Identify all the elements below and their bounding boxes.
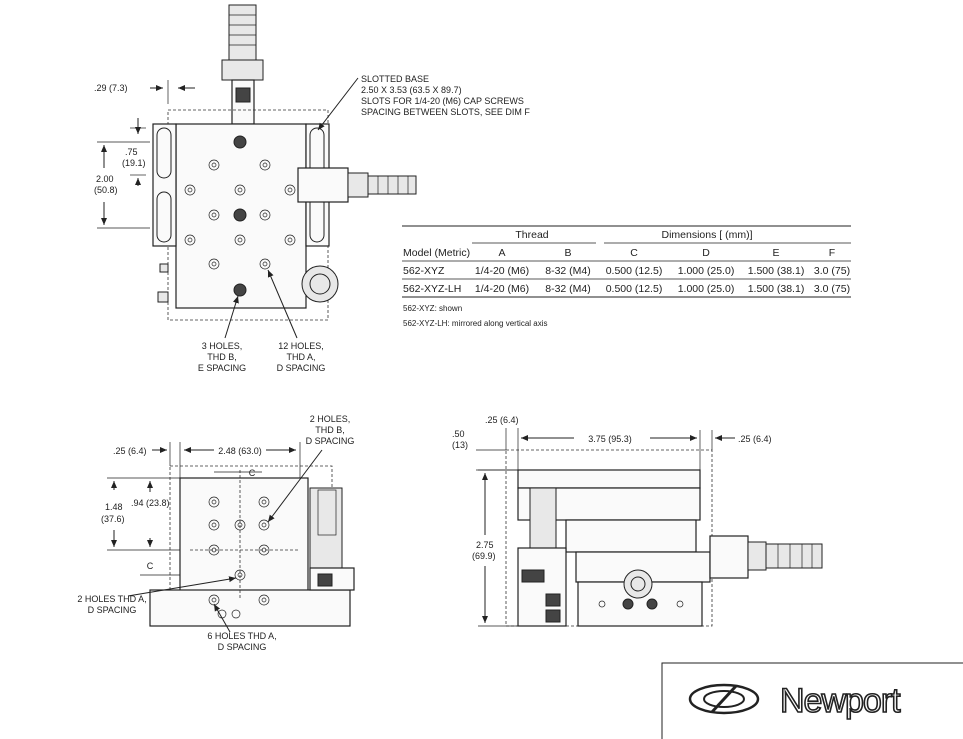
callout-2-holes-b-line3: D SPACING: [306, 436, 355, 446]
side-dim-275-label: 2.75: [476, 540, 494, 550]
table-header-f: F: [829, 247, 835, 259]
table-header-c: C: [630, 247, 638, 259]
callout-6-holes-line1: 6 HOLES THD A,: [207, 631, 276, 641]
side-dim-025-right-label: .25 (6.4): [738, 434, 772, 444]
side-dim-050-label: .50: [452, 429, 465, 439]
callout-12-holes-line1: 12 HOLES,: [278, 341, 324, 351]
svg-text:0.500 (12.5): 0.500 (12.5): [606, 283, 663, 295]
callout-12-holes-line2: THD A,: [286, 352, 315, 362]
side-view: .25 (6.4) .50 (13) 3.75 (95.3) .25 (6.4)…: [452, 415, 823, 627]
front-dim-094-label: .94 (23.8): [131, 498, 170, 508]
table-header-a: A: [498, 247, 505, 259]
newport-logo-mark: [688, 683, 760, 715]
svg-text:562-XYZ: 562-XYZ: [403, 265, 445, 277]
callout-3-holes-line1: 3 HOLES,: [202, 341, 243, 351]
callout-2-holes-b-line1: 2 HOLES,: [310, 414, 351, 424]
svg-text:8-32 (M4): 8-32 (M4): [545, 265, 591, 277]
front-view: .25 (6.4) 2.48 (63.0) C 1.48 (37.6) .94 …: [77, 414, 355, 652]
table-header-d: D: [702, 247, 710, 259]
slotted-base-line1: SLOTTED BASE: [361, 74, 429, 84]
slotted-base-line2: 2.50 X 3.53 (63.5 X 89.7): [361, 85, 462, 95]
side-dim-275-mm-label: (69.9): [472, 551, 496, 561]
table-group-dimensions: Dimensions [ (mm)]: [661, 229, 752, 241]
svg-text:3.0 (75): 3.0 (75): [814, 265, 850, 277]
svg-text:8-32 (M4): 8-32 (M4): [545, 283, 591, 295]
callout-2-holes-a-line2: D SPACING: [88, 605, 137, 615]
svg-text:1/4-20 (M6): 1/4-20 (M6): [475, 283, 529, 295]
side-dim-025-top-label: .25 (6.4): [485, 415, 519, 425]
slotted-base-line4: SPACING BETWEEN SLOTS, SEE DIM F: [361, 107, 530, 117]
dim-075-label: .75: [125, 147, 138, 157]
dim-200-label: 2.00: [96, 174, 114, 184]
table-header-e: E: [772, 247, 779, 259]
svg-text:0.500 (12.5): 0.500 (12.5): [606, 265, 663, 277]
side-micrometer: [297, 167, 417, 203]
slot-left-lower: [156, 191, 172, 243]
table-row: 562-XYZ 1/4-20 (M6) 8-32 (M4) 0.500 (12.…: [403, 265, 850, 277]
top-view-holes: [184, 135, 296, 297]
slotted-base-line3: SLOTS FOR 1/4-20 (M6) CAP SCREWS: [361, 96, 524, 106]
slot-left-upper: [156, 127, 172, 179]
dim-029-label: .29 (7.3): [94, 83, 128, 93]
svg-text:3.0 (75): 3.0 (75): [814, 283, 850, 295]
table-header-model: Model (Metric): [403, 247, 470, 259]
top-view: .29 (7.3) .75 (19.1) 2.00 (50.8) SLOTTED…: [94, 4, 530, 373]
table-note-1: 562-XYZ: shown: [403, 304, 462, 313]
front-dim-025-label: .25 (6.4): [113, 446, 147, 456]
side-view-top-plate: [517, 469, 701, 489]
callout-3-holes-line3: E SPACING: [198, 363, 246, 373]
table-row: 562-XYZ-LH 1/4-20 (M6) 8-32 (M4) 0.500 (…: [403, 283, 850, 295]
dim-075-mm-label: (19.1): [122, 158, 146, 168]
svg-text:1.500 (38.1): 1.500 (38.1): [748, 283, 805, 295]
table-group-thread: Thread: [515, 229, 548, 241]
callout-12-holes-line3: D SPACING: [277, 363, 326, 373]
callout-3-holes-line2: THD B,: [207, 352, 237, 362]
lock-knob: [301, 265, 339, 303]
table-header-b: B: [564, 247, 571, 259]
svg-text:1.000 (25.0): 1.000 (25.0): [678, 265, 735, 277]
callout-2-holes-a-line1: 2 HOLES THD A,: [77, 594, 146, 604]
front-dim-148-mm-label: (37.6): [101, 514, 125, 524]
dimensions-table: Thread Dimensions [ (mm)] Model (Metric)…: [402, 225, 851, 328]
svg-text:1.500 (38.1): 1.500 (38.1): [748, 265, 805, 277]
left-slots-base: [152, 123, 177, 247]
svg-text:1/4-20 (M6): 1/4-20 (M6): [475, 265, 529, 277]
front-dim-248-label: 2.48 (63.0): [218, 446, 262, 456]
front-view-stage-body: [179, 477, 309, 609]
side-dim-050-mm-label: (13): [452, 440, 468, 450]
side-dim-375-label: 3.75 (95.3): [588, 434, 632, 444]
table-note-2: 562-XYZ-LH: mirrored along vertical axis: [403, 319, 548, 328]
newport-logo-text: Newport: [780, 682, 901, 720]
dim-200-mm-label: (50.8): [94, 185, 118, 195]
callout-6-holes-line2: D SPACING: [218, 642, 267, 652]
callout-2-holes-b-line2: THD B,: [315, 425, 345, 435]
front-dim-c-top-label: C: [249, 468, 256, 478]
top-micrometer: [221, 4, 264, 125]
front-dim-c-side-label: C: [147, 561, 154, 571]
svg-text:562-XYZ-LH: 562-XYZ-LH: [403, 283, 461, 295]
front-dim-148-label: 1.48: [105, 502, 123, 512]
svg-text:1.000 (25.0): 1.000 (25.0): [678, 283, 735, 295]
newport-logo: Newport: [661, 662, 963, 739]
front-view-base: [149, 589, 351, 627]
